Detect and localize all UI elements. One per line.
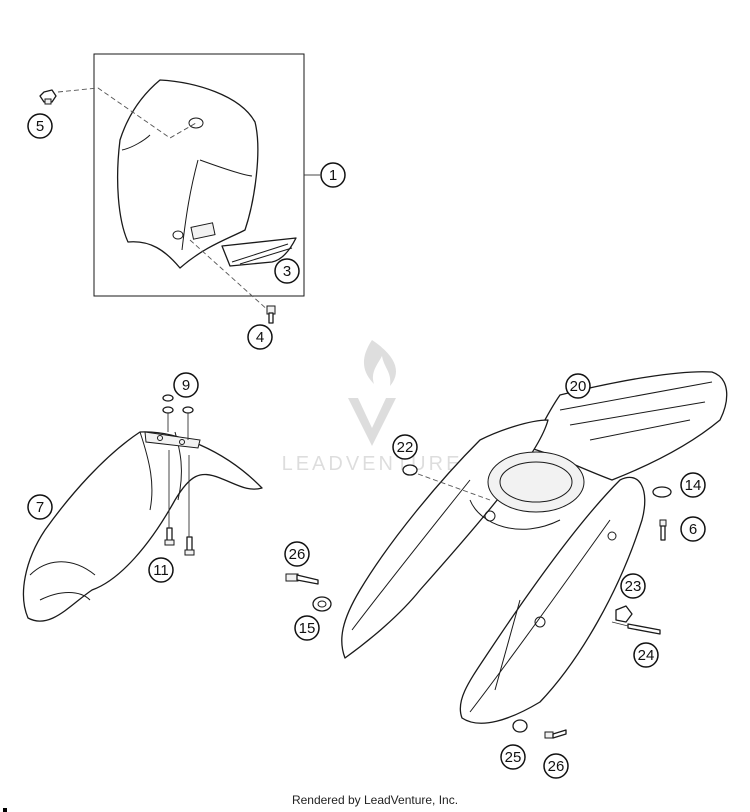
rendered-by-credit: Rendered by LeadVenture, Inc. [291,793,459,807]
callout-6[interactable]: 6 [680,516,706,542]
callout-23[interactable]: 23 [620,573,646,599]
callout-11[interactable]: 11 [148,557,174,583]
plate-clip [190,222,216,240]
screw-26-bottom [544,729,567,739]
watermark-text: LEADVENTURE [282,453,463,475]
callout-7[interactable]: 7 [27,494,53,520]
callout-label: 4 [256,329,264,346]
callout-label: 20 [570,378,587,395]
callout-label: 6 [689,521,697,538]
callout-20[interactable]: 20 [565,373,591,399]
bolts-11 [164,450,195,556]
callout-1[interactable]: 1 [320,162,346,188]
bolt-24 [611,621,661,635]
callout-label: 24 [638,647,655,664]
screw-26-left [285,573,319,585]
screw-4 [266,305,276,324]
callout-label: 23 [625,578,642,595]
rear-fender [341,371,728,724]
callout-9[interactable]: 9 [173,372,199,398]
callout-22[interactable]: 22 [392,434,418,460]
callout-label: 15 [299,620,316,637]
callout-label: 11 [153,562,169,579]
callout-label: 7 [36,499,44,516]
washers-9 [162,394,194,440]
grommet-14 [652,486,672,498]
grommet-15 [312,596,332,612]
washer-25 [512,719,528,733]
callout-label: 26 [548,758,565,775]
callout-label: 5 [36,118,44,135]
callout-label: 9 [182,377,190,394]
callout-25[interactable]: 25 [500,744,526,770]
callout-26-left[interactable]: 26 [284,541,310,567]
number-plate [117,79,259,269]
callout-label: 26 [289,546,306,563]
callout-15[interactable]: 15 [294,615,320,641]
callout-label: 25 [505,749,522,766]
callout-14[interactable]: 14 [680,472,706,498]
callout-26-bottom[interactable]: 26 [543,753,569,779]
callout-3[interactable]: 3 [274,258,300,284]
number-plate-group [57,53,320,313]
leadventure-watermark-logo: LEADVENTURE [282,340,463,475]
nut-22 [402,464,491,501]
screw-5 [39,89,57,105]
callout-24[interactable]: 24 [633,642,659,668]
callout-5[interactable]: 5 [27,113,53,139]
spacer-23 [615,605,633,623]
front-fender [22,431,263,622]
callout-label: 3 [283,263,291,280]
screw-6 [659,519,667,541]
corner-mark [3,808,7,812]
callout-label: 1 [329,167,337,184]
callout-label: 14 [685,477,702,494]
callout-label: 22 [397,439,414,456]
callout-4[interactable]: 4 [247,324,273,350]
